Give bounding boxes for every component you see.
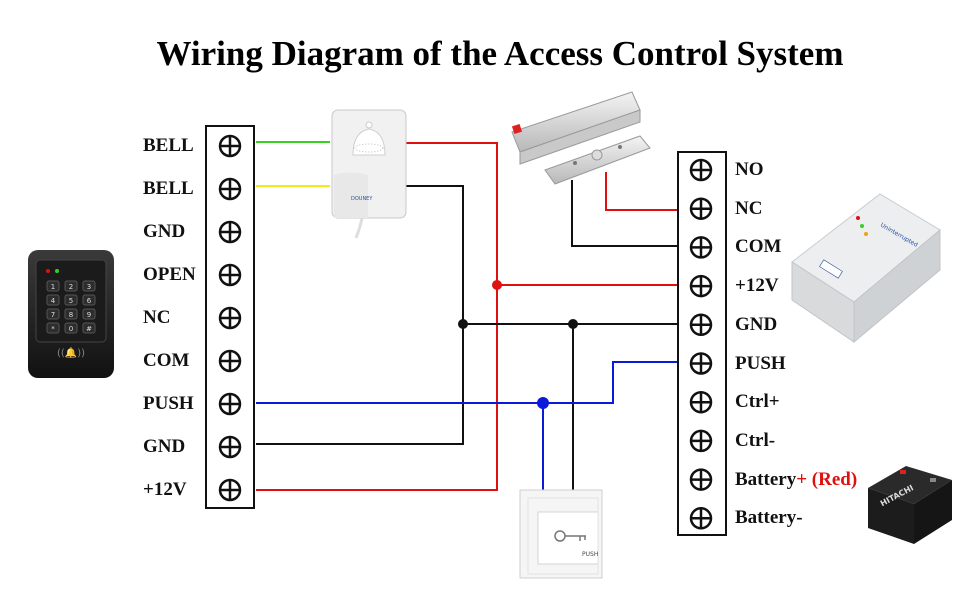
terminal-screw-icon <box>689 390 713 414</box>
controller-terminal-label: GND <box>143 436 186 457</box>
terminal-screw-icon <box>689 158 713 182</box>
junction-dots <box>458 280 578 409</box>
power-supply-terminal-label: Battery- <box>735 507 803 529</box>
terminal-screw-icon <box>218 478 242 502</box>
keypad-key-label: 6 <box>87 297 92 305</box>
keypad-key <box>46 294 60 306</box>
power-supply-terminal-label: PUSH <box>735 352 786 374</box>
wire-red-bell <box>256 142 498 491</box>
keypad-key-label: 7 <box>51 311 55 319</box>
controller-terminal-strip <box>205 125 255 509</box>
keypad-key-label: 5 <box>69 297 73 305</box>
terminal-screw-icon <box>218 435 242 459</box>
power-supply-terminal-label: Ctrl- <box>735 429 776 451</box>
controller-terminal-label: BELL <box>143 178 194 199</box>
terminal-screw-icon <box>689 429 713 453</box>
power-supply-terminal-label: COM <box>735 236 782 258</box>
battery-plus-marker: + <box>796 468 812 490</box>
controller-terminal-label: GND <box>143 221 186 242</box>
keypad-key <box>64 294 78 306</box>
terminal-screw-icon <box>218 392 242 416</box>
controller-terminal-label: BELL <box>143 135 194 156</box>
battery-image: HITACHI <box>868 466 952 544</box>
keypad-key <box>64 322 78 334</box>
magnetic-lock-image <box>511 91 651 185</box>
terminal-screw-icon <box>689 352 713 375</box>
keypad-key <box>82 280 96 292</box>
exit-button-image: PUSH <box>519 489 603 579</box>
power-supply-terminal-strip <box>677 151 727 536</box>
keypad-key <box>46 308 60 320</box>
power-supply-terminal-label: +12V <box>735 275 779 297</box>
wire-black-bell <box>256 185 464 445</box>
keypad-key-label: 0 <box>69 325 73 333</box>
power-supply-terminal-label: GND <box>735 313 778 335</box>
keypad-key-label: 8 <box>69 311 73 319</box>
svg-text:((🔔)): ((🔔)) <box>57 347 85 359</box>
battery-red-note: (Red) <box>811 468 858 490</box>
terminal-screw-icon <box>218 349 242 373</box>
terminal-screw-icon <box>218 177 242 201</box>
junction-dot <box>458 319 468 329</box>
power-supply-terminal-label: NO <box>735 159 764 180</box>
controller-terminal-label: PUSH <box>143 393 194 414</box>
keypad-key-label: # <box>86 325 92 333</box>
keypad-key <box>46 280 60 292</box>
controller-terminal-label: COM <box>143 350 190 371</box>
door-bell-image: DOUNEY <box>331 109 407 239</box>
keypad-key-label: 3 <box>87 283 91 291</box>
keypad-key-label: 2 <box>69 283 73 291</box>
wire-red-lock-nc <box>605 172 680 211</box>
keypad-key <box>46 322 60 334</box>
terminal-screw-icon <box>218 306 242 330</box>
terminal-screw-icon <box>689 236 713 259</box>
wire-blue-push <box>256 361 680 404</box>
keypad-key-label: 4 <box>51 297 56 305</box>
controller-terminal-label: NC <box>143 307 171 328</box>
wires <box>256 141 680 491</box>
controller-terminal-label: +12V <box>143 479 187 500</box>
keypad-key-label: 1 <box>51 283 55 291</box>
power-supply-terminal-label: Ctrl+ <box>735 391 780 413</box>
wire-black-lock-com <box>571 180 680 247</box>
keypad-reader-image: 1 2 3 4 5 6 7 8 9 * 0 # ((🔔)) <box>28 250 114 378</box>
junction-dot <box>537 397 549 409</box>
terminal-screw-icon <box>689 468 713 491</box>
power-supply-image: Uninterrupted <box>791 193 941 344</box>
terminal-screw-icon <box>218 220 242 244</box>
keypad-key <box>64 280 78 292</box>
exit-button-label: PUSH <box>582 551 598 558</box>
terminal-screw-icon <box>218 263 242 287</box>
keypad-key-label: * <box>51 325 55 333</box>
junction-dot <box>492 280 502 290</box>
terminal-screw-icon <box>689 507 713 530</box>
keypad-key <box>82 308 96 320</box>
title: Wiring Diagram of the Access Control Sys… <box>156 34 844 73</box>
terminal-screw-icon <box>218 134 242 158</box>
keypad-key <box>82 322 96 334</box>
terminal-screw-icon <box>689 197 713 220</box>
terminal-screw-icon <box>689 274 713 298</box>
controller-terminal-label: OPEN <box>143 264 196 285</box>
keypad-key <box>64 308 78 320</box>
terminal-screw-icon <box>689 313 713 337</box>
keypad-key-label: 9 <box>87 311 91 319</box>
power-supply-terminal-label: Battery+ (Red) <box>735 468 858 490</box>
bell-brand: DOUNEY <box>351 196 373 202</box>
power-supply-terminal-label: NC <box>735 197 763 219</box>
keypad-key <box>82 294 96 306</box>
junction-dot <box>568 319 578 329</box>
